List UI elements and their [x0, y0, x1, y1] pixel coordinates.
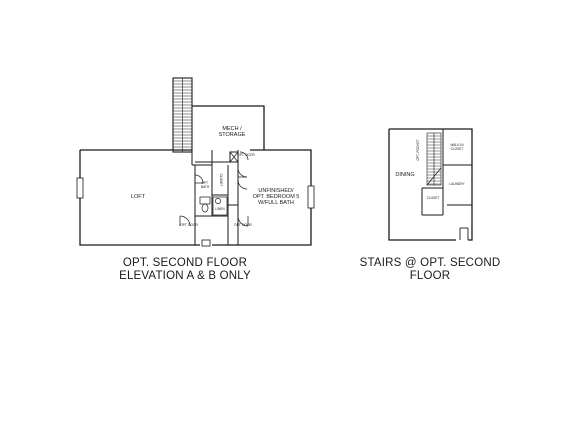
label-storage: STORAGE	[219, 132, 246, 138]
room-labels-main: MECH / STORAGE LOFT OPT. BATH CLOSET LIN…	[131, 126, 299, 227]
mech-storage-room	[192, 105, 265, 150]
bath-fixtures	[199, 196, 228, 216]
label-loft: LOFT	[131, 194, 146, 200]
label-bedroom-1: UNFINISHED/	[258, 188, 294, 194]
room-labels-stairs: DINING OPT. POCKET WALK-IN CLOSET LAUNDR…	[395, 139, 465, 200]
stairs-plan-outline	[388, 128, 473, 241]
label-linen: LINEN	[215, 207, 225, 211]
door-swings	[179, 151, 249, 227]
exterior-stair	[172, 77, 193, 153]
label-walkin: WALK-IN	[450, 143, 464, 147]
interior-walls	[191, 150, 239, 245]
label-opt-door-top: OPT. DOOR	[237, 153, 255, 157]
label-laundry: LAUNDRY	[449, 182, 465, 186]
label-closet-stairs: CLOSET	[427, 196, 440, 200]
label-bath: BATH	[201, 185, 210, 189]
label-opt-door-right: OPT. DOOR	[234, 223, 252, 227]
caption-second-floor: OPT. SECOND FLOOR ELEVATION A & B ONLY	[110, 257, 260, 283]
label-bedroom-3: W/FULL BATH	[258, 200, 294, 206]
second-floor-outline	[76, 149, 315, 247]
caption-stairs: STAIRS @ OPT. SECOND FLOOR	[352, 257, 508, 283]
caption-second-floor-line2: ELEVATION A & B ONLY	[119, 270, 251, 282]
caption-stairs-line1: STAIRS @ OPT. SECOND	[359, 257, 501, 269]
interior-stair	[426, 132, 442, 186]
label-closet: CLOSET	[219, 174, 223, 187]
label-walkin-closet: CLOSET	[451, 147, 464, 151]
label-opt-door-left: OPT. DOOR	[180, 223, 198, 227]
stairs-plan-walls	[421, 129, 472, 216]
label-opt-bath: OPT.	[201, 181, 208, 185]
caption-second-floor-line1: OPT. SECOND FLOOR	[122, 257, 248, 269]
label-opt-pocket: OPT. POCKET	[416, 139, 420, 160]
caption-stairs-line2: FLOOR	[409, 270, 451, 282]
label-mech: MECH /	[222, 126, 242, 132]
label-bedroom-2: OPT. BEDROOM 5	[253, 194, 300, 200]
label-dining: DINING	[395, 172, 414, 178]
